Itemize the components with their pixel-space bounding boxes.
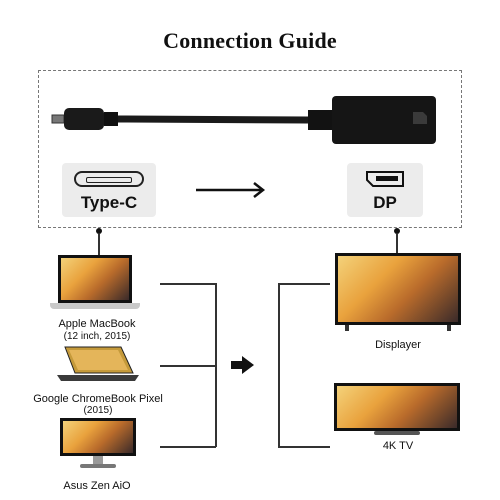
device-left-2-line2: (2015) <box>83 405 113 416</box>
device-left-3-label: Asus Zen AiO <box>63 480 131 492</box>
displayer-illustration <box>335 253 461 331</box>
bracket-line-top <box>160 283 216 285</box>
tv-illustration <box>334 383 460 435</box>
dp-card: DP <box>347 163 423 217</box>
type-c-card: Type-C <box>62 163 156 217</box>
right-connector-dot <box>394 228 400 234</box>
device-right-2-label: 4K TV <box>382 440 414 452</box>
left-connector-dot <box>96 228 102 234</box>
bracket-line-middle <box>160 365 216 367</box>
asus-aio-illustration <box>60 418 136 470</box>
long-right-arrow-icon <box>196 182 266 198</box>
bracket-right-line-top <box>278 283 330 285</box>
type-c-label: Type-C <box>80 193 138 212</box>
device-left-2-line1: Google ChromeBook Pixel <box>33 393 163 405</box>
left-connector-stem <box>98 234 100 256</box>
page-title: Connection Guide <box>163 28 337 53</box>
macbook-illustration <box>50 255 140 315</box>
chromebook-illustration <box>55 345 141 385</box>
device-left-1-line2: (12 inch, 2015) <box>63 331 131 342</box>
guide-box <box>38 70 462 228</box>
bracket-line-bottom <box>160 446 216 448</box>
right-arrow-bold-icon <box>231 356 254 374</box>
usb-c-port-icon <box>74 171 144 187</box>
bracket-left-vertical <box>215 283 217 447</box>
right-connector-stem <box>396 234 398 256</box>
bracket-right-line-bottom <box>278 446 330 448</box>
adapter-illustration <box>51 96 436 144</box>
displayport-icon <box>366 171 404 187</box>
bracket-right-vertical <box>278 283 280 447</box>
dp-label: DP <box>373 193 397 212</box>
device-left-1-line1: Apple MacBook <box>58 318 136 330</box>
device-right-1-label: Displayer <box>375 339 421 351</box>
